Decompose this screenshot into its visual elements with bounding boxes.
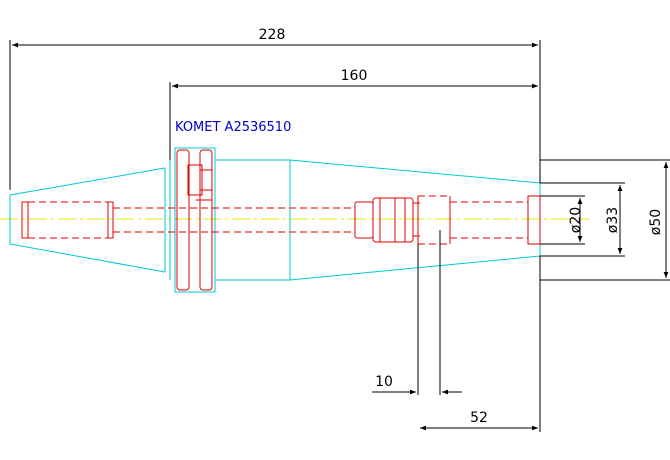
hidden-features <box>21 149 541 291</box>
dimension-overall-length: 228 <box>9 27 541 190</box>
dimension-bore-depth: 52 <box>420 256 541 432</box>
dim-228-label: 228 <box>259 27 286 43</box>
dim-d33-label: ø33 <box>605 207 621 233</box>
holder-outline <box>9 147 541 293</box>
dimension-offset: 10 <box>372 230 462 395</box>
dim-52-label: 52 <box>470 410 488 426</box>
dim-d50-label: ø50 <box>648 209 664 235</box>
dim-d20-label: ø20 <box>568 207 584 233</box>
dimension-body-length: 160 <box>169 68 538 160</box>
dimension-diameters: ø20 ø33 ø50 <box>540 159 670 281</box>
dim-160-label: 160 <box>341 68 368 84</box>
part-label: KOMET A2536510 <box>175 120 291 135</box>
dim-10-label: 10 <box>375 374 393 390</box>
